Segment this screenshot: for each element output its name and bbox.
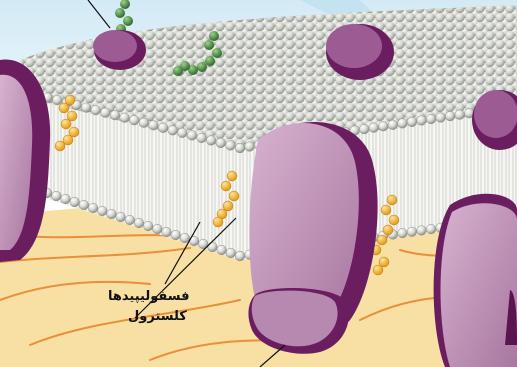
phospholipid-head xyxy=(81,103,91,113)
cholesterol-molecule-icon xyxy=(59,103,69,113)
phospholipid-head xyxy=(245,142,255,152)
phospholipid-head xyxy=(61,194,71,204)
cholesterol-molecule-icon xyxy=(221,181,231,191)
cholesterol-molecule-icon xyxy=(387,195,397,205)
cholesterol-molecule-icon xyxy=(377,235,387,245)
cholesterol-molecule-icon xyxy=(227,171,237,181)
phospholipid-head xyxy=(407,227,417,237)
label-phospholipids: فسفولیپیدها xyxy=(108,289,189,304)
phospholipid-head xyxy=(180,233,190,243)
phospholipid-head xyxy=(149,120,159,130)
phospholipid-head xyxy=(359,124,369,134)
phospholipid-head xyxy=(139,118,149,128)
phospholipid-head xyxy=(388,120,398,130)
phospholipid-head xyxy=(426,224,436,234)
phospholipid-head xyxy=(226,248,236,258)
cholesterol-molecule-icon xyxy=(229,191,239,201)
phospholipid-head xyxy=(52,191,62,201)
phospholipid-head xyxy=(235,251,245,261)
phospholipid-head xyxy=(187,131,197,141)
phospholipid-head xyxy=(162,227,172,237)
phospholipid-head xyxy=(426,114,436,124)
cholesterol-molecule-icon xyxy=(61,119,71,129)
cholesterol-molecule-icon xyxy=(389,215,399,225)
cholesterol-molecule-icon xyxy=(213,217,223,227)
phospholipid-head xyxy=(407,117,417,127)
phospholipid-head xyxy=(378,121,388,131)
phospholipid-head xyxy=(158,123,168,133)
phospholipid-head xyxy=(52,95,62,105)
phospholipid-head xyxy=(216,138,226,148)
phospholipid-head xyxy=(97,206,107,216)
phospholipid-head xyxy=(398,119,408,129)
phospholipid-head xyxy=(197,133,207,143)
phospholipid-head xyxy=(168,126,178,136)
cholesterol-molecule-icon xyxy=(55,141,65,151)
phospholipid-head xyxy=(107,209,117,219)
phospholipid-head xyxy=(217,245,227,255)
phospholipid-head xyxy=(445,111,455,121)
phospholipid-head xyxy=(208,242,218,252)
phospholipid-head xyxy=(70,197,80,207)
phospholipid-head xyxy=(116,212,126,222)
phospholipid-head xyxy=(110,110,120,120)
phospholipid-head xyxy=(79,200,89,210)
cholesterol-molecule-icon xyxy=(373,265,383,275)
phospholipid-head xyxy=(226,141,236,151)
label-cholesterol: کلسترول xyxy=(128,309,187,324)
phospholipid-head xyxy=(455,110,465,120)
phospholipid-head xyxy=(120,113,130,123)
phospholipid-head xyxy=(177,128,187,138)
cholesterol-molecule-icon xyxy=(381,205,391,215)
phospholipid-head xyxy=(369,123,379,133)
phospholipid-head xyxy=(88,203,98,213)
phospholipid-head xyxy=(129,115,139,125)
phospholipid-head xyxy=(235,143,245,153)
phospholipid-head xyxy=(134,218,144,228)
phospholipid-head xyxy=(206,136,216,146)
phospholipid-head xyxy=(91,105,101,115)
phospholipid-head xyxy=(417,226,427,236)
phospholipid-head xyxy=(101,108,111,118)
cholesterol-molecule-icon xyxy=(383,225,393,235)
phospholipid-head xyxy=(171,230,181,240)
phospholipid-head xyxy=(125,215,135,225)
phospholipid-head xyxy=(417,116,427,126)
phospholipid-head xyxy=(143,221,153,231)
phospholipid-head xyxy=(398,228,408,238)
phospholipid-head xyxy=(436,113,446,123)
phospholipid-head xyxy=(153,224,163,234)
